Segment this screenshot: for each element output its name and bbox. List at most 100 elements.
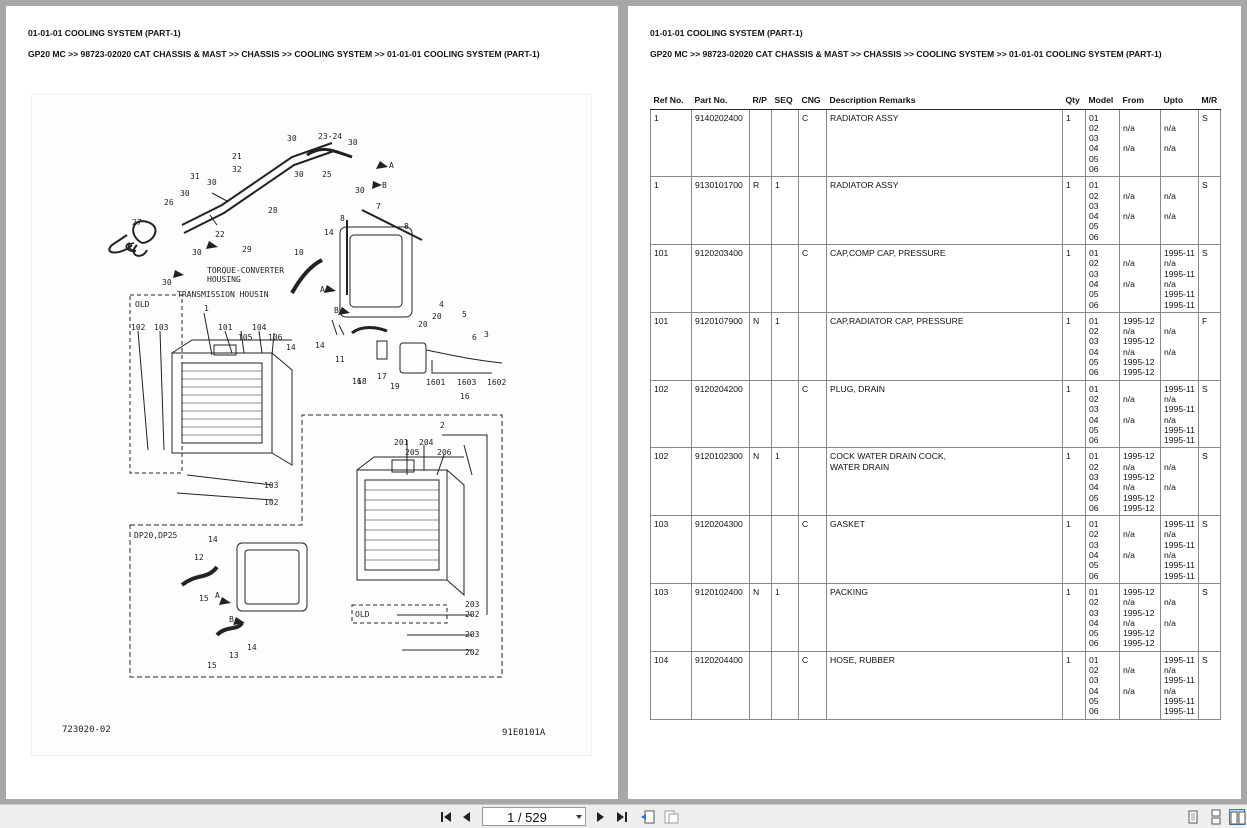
description-cell: CAP,COMP CAP, PRESSURE: [826, 244, 1063, 313]
callout: 103: [264, 481, 279, 490]
model-cell: 01 02 03 04 05 06: [1085, 447, 1120, 517]
col-header: Description Remarks: [826, 92, 1063, 110]
from-cell: 1995-12 n/a 1995-12 n/a 1995-12 1995-12: [1119, 311, 1161, 381]
description-cell: PACKING: [826, 582, 1063, 652]
callout: 11: [335, 355, 345, 364]
note-transmission-housing: TRANSMISSION HOUSIN: [177, 290, 269, 299]
col-header: R/P: [749, 92, 772, 110]
col-header: M/R: [1198, 92, 1221, 110]
from-cell: n/a n/a: [1119, 176, 1161, 246]
callout: 30: [162, 278, 172, 287]
callout: 29: [242, 245, 252, 254]
callout: 102: [131, 323, 146, 332]
cng-cell: [798, 176, 827, 246]
callout: 3: [484, 330, 489, 339]
seq-cell: [771, 244, 799, 313]
col-header: SEQ: [771, 92, 799, 110]
mr-cell: S: [1198, 582, 1221, 652]
callout: 204: [419, 438, 434, 447]
next-view-icon[interactable]: [663, 809, 679, 825]
hose-27: [108, 234, 133, 254]
ref-no-cell: 102: [650, 379, 692, 449]
callout: 1602: [487, 378, 506, 387]
label-old-top: OLD: [135, 300, 150, 309]
ref-no-cell: 1: [650, 108, 692, 178]
col-header: CNG: [798, 92, 827, 110]
breadcrumb: GP20 MC >> 98723-02020 CAT CHASSIS & MAS…: [650, 49, 1162, 59]
fan-shroud-dp: [236, 542, 308, 612]
callout: 19: [390, 382, 400, 391]
previous-view-icon[interactable]: [640, 809, 656, 825]
ref-no-cell: 101: [650, 244, 692, 313]
cng-cell: C: [798, 379, 827, 449]
qty-cell: 1: [1062, 515, 1086, 584]
fan-shroud-upper: [339, 226, 413, 318]
callout: 25: [322, 170, 332, 179]
two-page-view-icon[interactable]: [1229, 809, 1246, 825]
model-cell: 01 02 03 04 05 06: [1085, 379, 1120, 449]
callout: 14: [208, 535, 218, 544]
callout: 16: [460, 392, 470, 401]
callout: B: [334, 306, 339, 315]
callout: 14: [315, 341, 325, 350]
rp-cell: [749, 244, 772, 313]
single-page-view-icon[interactable]: [1185, 809, 1201, 825]
seq-cell: [771, 108, 799, 178]
callout: 28: [268, 206, 278, 215]
upto-cell: n/a n/a: [1160, 447, 1199, 517]
upto-cell: 1995-11 n/a 1995-11 n/a 1995-11 1995-11: [1160, 515, 1199, 584]
callout: 14: [286, 343, 296, 352]
part-no-cell: 9120204300: [691, 515, 750, 584]
qty-cell: 1: [1062, 447, 1086, 517]
first-page-icon[interactable]: [438, 809, 454, 825]
seq-cell: [771, 379, 799, 449]
prev-page-icon[interactable]: [459, 809, 475, 825]
label-old-bottom: OLD: [355, 610, 370, 619]
qty-cell: 1: [1062, 582, 1086, 652]
part-no-cell: 9120204200: [691, 379, 750, 449]
callout: 103: [154, 323, 169, 332]
callout: 30: [294, 170, 304, 179]
callout: 8: [404, 222, 409, 231]
continuous-view-icon[interactable]: [1208, 809, 1224, 825]
next-page-icon[interactable]: [592, 809, 608, 825]
from-cell: n/a n/a: [1119, 108, 1161, 178]
old-box-bottom: [351, 604, 448, 624]
callout: A: [389, 161, 394, 170]
callout: 30: [207, 178, 217, 187]
callout: B: [229, 615, 234, 624]
callout: 23-24: [318, 132, 342, 141]
model-cell: 01 02 03 04 05 06: [1085, 244, 1120, 313]
callout: 18: [357, 377, 367, 386]
callout: 20: [418, 320, 428, 329]
description-cell: RADIATOR ASSY: [826, 108, 1063, 178]
callout: 15: [199, 594, 209, 603]
qty-cell: 1: [1062, 244, 1086, 313]
seq-cell: 1: [771, 176, 799, 246]
radiator-new: [356, 469, 448, 581]
description-cell: HOSE, RUBBER: [826, 650, 1063, 720]
callout: 102: [264, 498, 279, 507]
callout: 27: [132, 218, 142, 227]
callout: 30: [192, 248, 202, 257]
from-cell: 1995-12 n/a 1995-12 n/a 1995-12 1995-12: [1119, 582, 1161, 652]
callout: 202: [465, 610, 480, 619]
chevron-down-icon: [576, 815, 582, 819]
seq-cell: [771, 650, 799, 720]
variant-box: [129, 414, 503, 678]
callout: 1603: [457, 378, 476, 387]
callout: 202: [465, 648, 480, 657]
callout: 104: [252, 323, 267, 332]
breadcrumb: GP20 MC >> 98723-02020 CAT CHASSIS & MAS…: [28, 49, 540, 59]
page-number-select[interactable]: 1 / 529: [482, 807, 586, 826]
mr-cell: S: [1198, 244, 1221, 313]
from-cell: 1995-12 n/a 1995-12 n/a 1995-12 1995-12: [1119, 447, 1161, 517]
drawing-code-right: 91E0101A: [502, 728, 546, 738]
seq-cell: 1: [771, 311, 799, 381]
col-header: From: [1119, 92, 1161, 110]
last-page-icon[interactable]: [614, 809, 630, 825]
